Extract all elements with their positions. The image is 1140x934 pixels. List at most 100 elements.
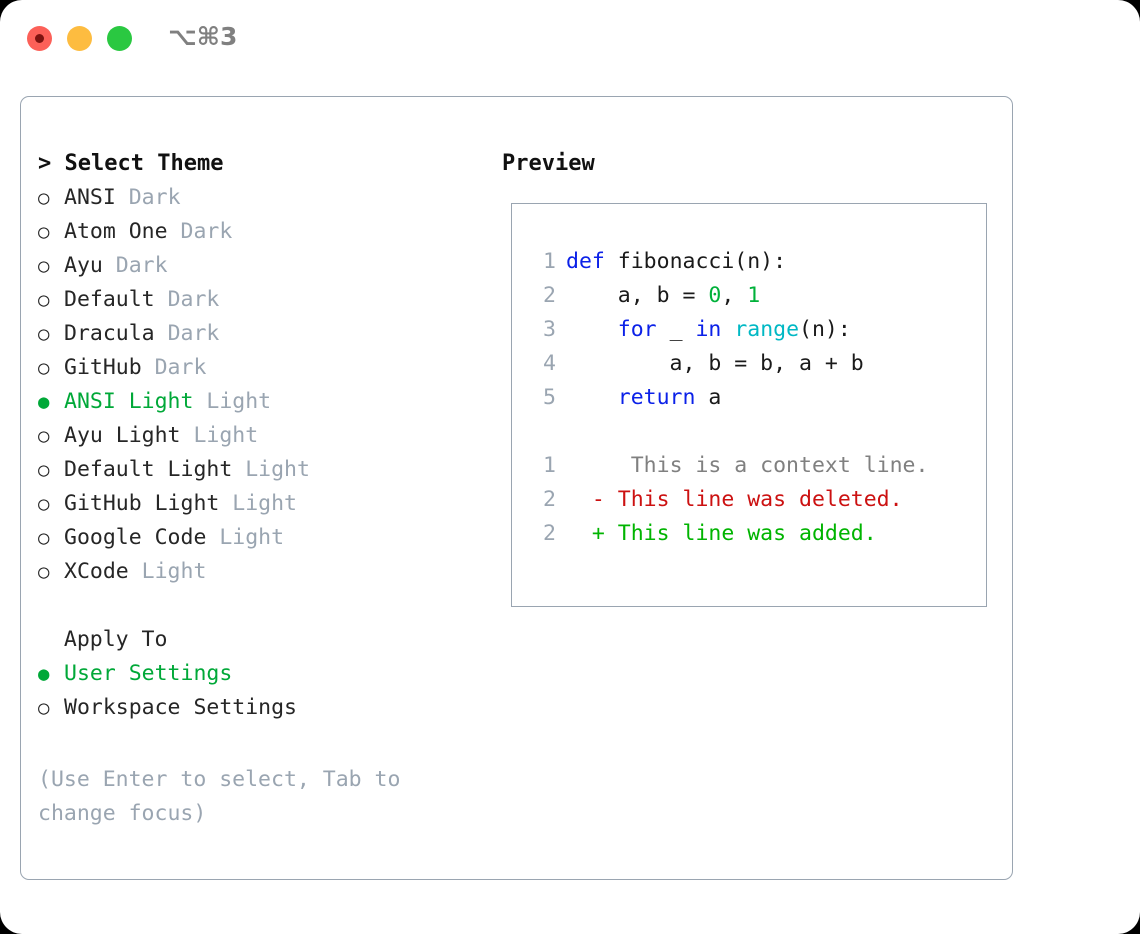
theme-list-heading: > Select Theme: [38, 147, 478, 181]
theme-kind-badge: Light: [232, 491, 298, 516]
radio-selected-icon[interactable]: ●: [38, 391, 50, 413]
diff-text: This line was added.: [604, 521, 877, 546]
theme-name: ANSI Light: [64, 389, 207, 414]
theme-kind-badge: Dark: [154, 355, 207, 380]
theme-name: Dracula: [64, 321, 168, 346]
theme-list-item-3[interactable]: ○ Default Dark: [38, 283, 478, 317]
theme-list-item-7[interactable]: ○ Ayu Light Light: [38, 419, 478, 453]
theme-name: Ayu Light: [64, 423, 194, 448]
theme-list-item-1[interactable]: ○ Atom One Dark: [38, 215, 478, 249]
keyboard-hint: (Use Enter to select, Tab to change focus…: [38, 763, 458, 831]
theme-kind-badge: Light: [206, 389, 272, 414]
radio-unselected-icon[interactable]: ○: [38, 425, 50, 447]
minimize-button[interactable]: [67, 26, 92, 51]
apply-to-option-label: User Settings: [64, 661, 233, 686]
diff-text: This line was deleted.: [604, 487, 903, 512]
theme-list-item-10[interactable]: ○Google Code Light: [38, 521, 478, 555]
code-line-number: 1: [543, 249, 556, 274]
radio-unselected-icon[interactable]: ○: [38, 255, 50, 277]
code-token: return: [617, 385, 696, 410]
theme-kind-badge: Light: [141, 559, 207, 584]
preview-heading: Preview: [502, 151, 595, 176]
theme-name: ANSI: [64, 185, 129, 210]
apply-to-option-0[interactable]: ● User Settings: [38, 657, 478, 691]
theme-name: Default Light: [64, 457, 246, 482]
diff-sign: -: [566, 487, 605, 512]
code-line-4: 4 a, b = b, a + b: [534, 347, 974, 381]
theme-name: Ayu: [64, 253, 116, 278]
code-token: [566, 385, 618, 410]
radio-unselected-icon[interactable]: ○: [38, 527, 50, 549]
theme-name: Default: [64, 287, 168, 312]
code-token: [721, 317, 734, 342]
radio-unselected-icon[interactable]: ○: [38, 187, 50, 209]
theme-kind-badge: Light: [219, 525, 285, 550]
radio-unselected-icon[interactable]: ○: [38, 323, 50, 345]
theme-list-item-5[interactable]: ○GitHub Dark: [38, 351, 478, 385]
code-token: a: [695, 385, 722, 410]
apply-to-option-1[interactable]: ○Workspace Settings: [38, 691, 478, 725]
theme-list: > Select Theme ○ ANSI Dark ○ Atom One Dark ○ A…: [38, 147, 478, 725]
radio-selected-icon[interactable]: ●: [38, 663, 50, 685]
diff-line-number: 2: [543, 521, 556, 546]
code-line-number: 5: [543, 385, 556, 410]
selection-caret-icon: >: [38, 151, 65, 176]
diff-line-1: 2 - This line was deleted.: [534, 483, 974, 517]
code-line-3: 3 for _ in range(n):: [534, 313, 974, 347]
theme-list-item-4[interactable]: ○ Dracula Dark: [38, 317, 478, 351]
code-line-number: 4: [543, 351, 556, 376]
code-token: _: [656, 317, 696, 342]
list-spacer: [38, 589, 478, 623]
theme-list-item-0[interactable]: ○ ANSI Dark: [38, 181, 478, 215]
theme-list-item-6[interactable]: ● ANSI Light Light: [38, 385, 478, 419]
diff-text: This is a context line.: [604, 453, 929, 478]
code-token: range: [734, 317, 800, 342]
code-token: 0: [708, 283, 722, 308]
diff-sign: +: [566, 521, 605, 546]
theme-kind-badge: Dark: [167, 321, 220, 346]
code-line-number: 2: [543, 283, 556, 308]
code-line-number: 3: [543, 317, 556, 342]
theme-list-item-8[interactable]: ○Default Light Light: [38, 453, 478, 487]
code-token: in: [695, 317, 722, 342]
code-token: (n):: [799, 317, 851, 342]
theme-list-item-2[interactable]: ○Ayu Dark: [38, 249, 478, 283]
code-token: fibonacci(n):: [604, 249, 787, 274]
diff-line-2: 2 + This line was added.: [534, 517, 974, 551]
close-button[interactable]: [27, 26, 52, 51]
radio-unselected-icon[interactable]: ○: [38, 697, 50, 719]
code-token: ,: [721, 283, 748, 308]
theme-kind-badge: Dark: [167, 287, 220, 312]
code-diff-separator: [534, 415, 974, 449]
theme-list-item-11[interactable]: ○XCode Light: [38, 555, 478, 589]
theme-kind-badge: Dark: [128, 185, 181, 210]
code-line-2: 2 a, b = 0, 1: [534, 279, 974, 313]
radio-unselected-icon[interactable]: ○: [38, 357, 50, 379]
code-token: a, b =: [566, 283, 709, 308]
theme-list-item-9[interactable]: ○ GitHub Light Light: [38, 487, 478, 521]
radio-unselected-icon[interactable]: ○: [38, 289, 50, 311]
theme-list-heading-label: Select Theme: [64, 151, 224, 176]
radio-unselected-icon[interactable]: ○: [38, 493, 50, 515]
recording-indicator-icon: [35, 34, 44, 43]
keyboard-shortcut-label: ⌥⌘3: [168, 22, 238, 51]
hint-line-1: (Use Enter to select, Tab to: [38, 767, 401, 792]
apply-to-heading: Apply To: [38, 623, 478, 657]
code-token: def: [566, 249, 605, 274]
theme-name: GitHub Light: [64, 491, 233, 516]
radio-unselected-icon[interactable]: ○: [38, 221, 50, 243]
diff-line-0: 1 This is a context line.: [534, 449, 974, 483]
code-line-5: 5 return a: [534, 381, 974, 415]
code-token: 1: [747, 283, 761, 308]
hint-line-2: change focus): [38, 801, 207, 826]
radio-unselected-icon[interactable]: ○: [38, 459, 50, 481]
code-token: a, b = b, a + b: [566, 351, 864, 376]
theme-name: Atom One: [64, 219, 181, 244]
zoom-button[interactable]: [107, 26, 132, 51]
theme-kind-badge: Dark: [180, 219, 233, 244]
code-token: for: [617, 317, 657, 342]
radio-unselected-icon[interactable]: ○: [38, 561, 50, 583]
theme-kind-badge: Light: [193, 423, 259, 448]
